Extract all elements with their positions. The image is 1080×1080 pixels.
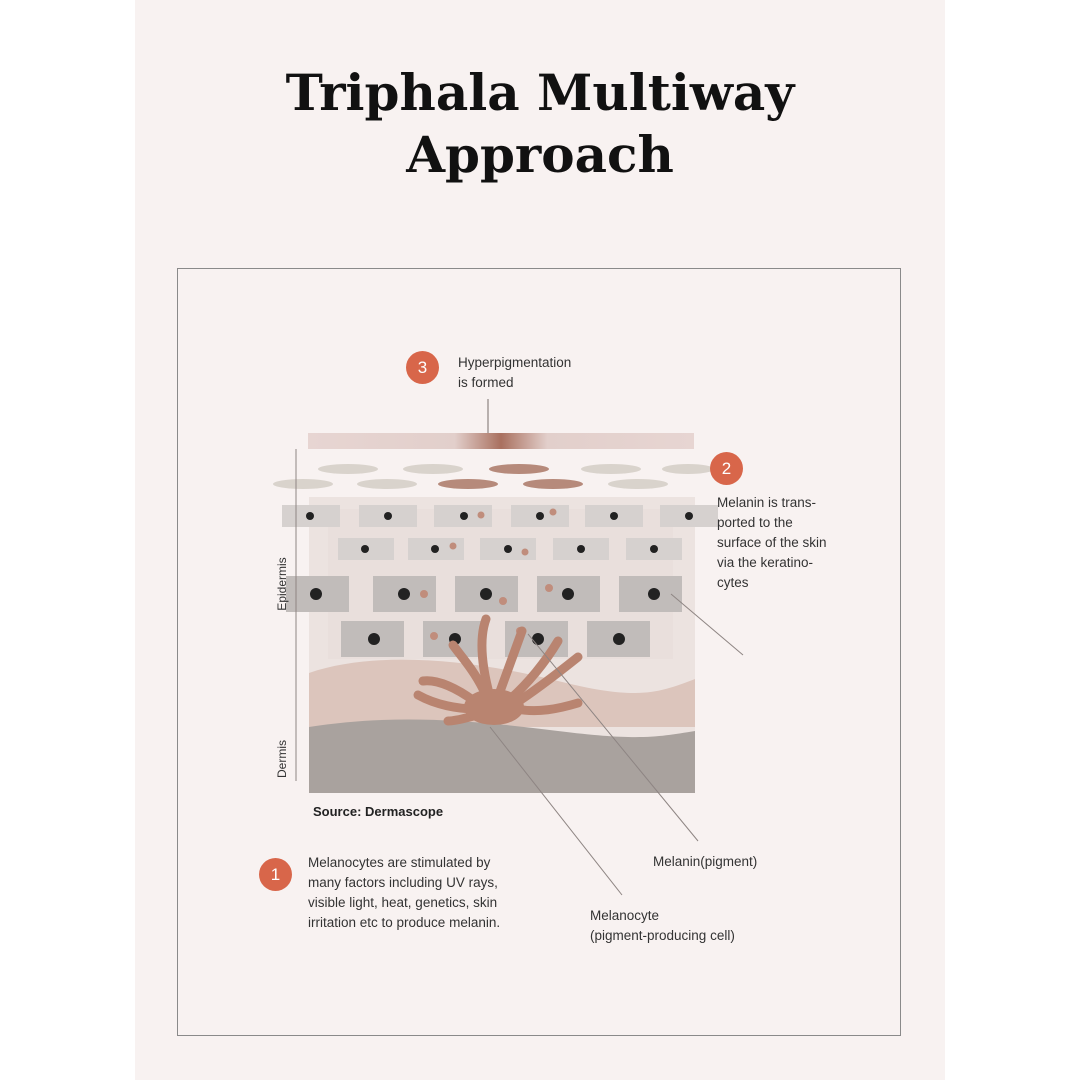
page-title: Triphala Multiway Approach [135,62,945,186]
step-3-badge: 3 [406,351,439,384]
dermis-label: Dermis [275,740,289,778]
keratinocyte-row-2 [338,538,682,560]
keratinocyte-pointer [670,593,744,656]
title-line-1: Triphala Multiway [285,63,795,122]
step-2-badge: 2 [710,452,743,485]
dermis-layer [309,719,695,793]
step-1-badge: 1 [259,858,292,891]
melanocyte-pointer [489,726,623,896]
melanin-pointer [527,633,699,842]
melanin-label: Melanin(pigment) [653,854,758,869]
diagram-frame: Epidermis Dermis 3 Hyperpigmentation is … [177,268,901,1036]
keratinocyte-row-3 [286,576,682,612]
epidermis-label: Epidermis [275,557,289,611]
melanocyte-body [464,689,524,725]
skin-cross-section-illustration [273,399,744,896]
title-line-2: Approach [406,125,674,184]
step-2-text: Melanin is trans- ported to the surface … [717,495,827,590]
source-credit: Source: Dermascope [313,804,444,819]
step-3-text: Hyperpigmentation is formed [458,355,572,390]
skin-surface-layer [308,433,694,449]
step-1-text: Melanocytes are stimulated by many facto… [308,855,501,930]
melanocyte-label: Melanocyte (pigment-producing cell) [590,908,735,943]
keratinocyte-row-4 [341,621,650,657]
page: Triphala Multiway Approach [135,0,945,1080]
surface-flakes [273,464,714,489]
